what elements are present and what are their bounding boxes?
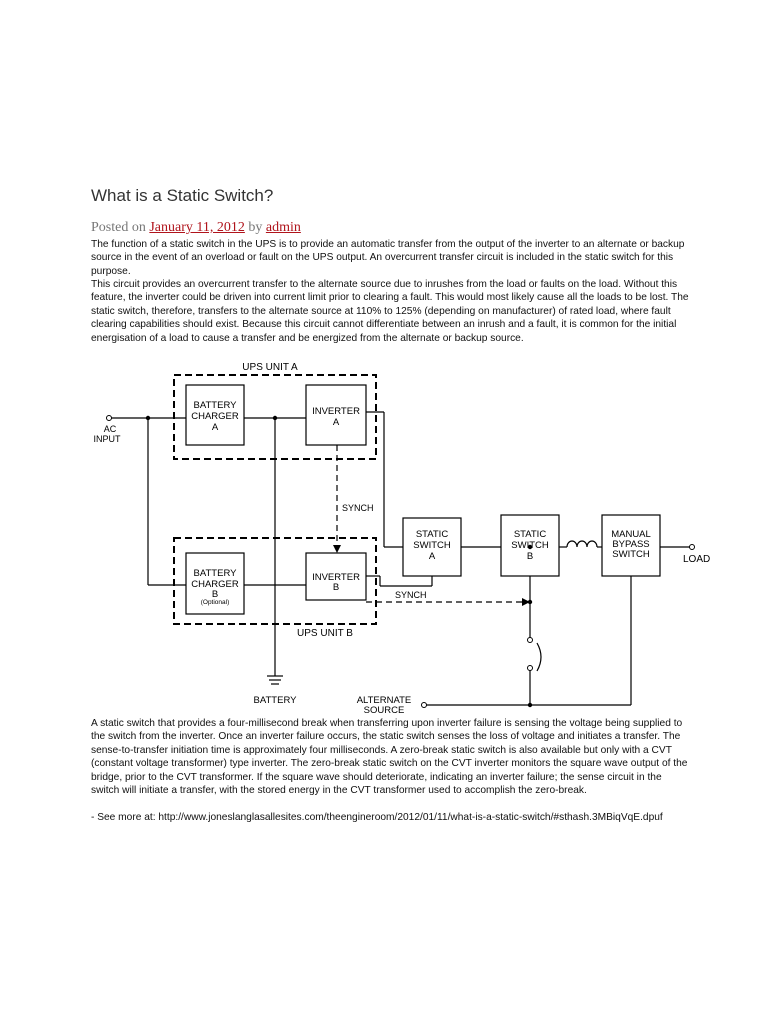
ups-unit-a-label: UPS UNIT A: [242, 362, 298, 373]
static-switch-a-label-line1: STATIC: [416, 529, 449, 540]
posted-on-label: Posted on: [91, 220, 146, 235]
paragraph-overcurrent: This circuit provides an overcurrent tra…: [91, 279, 689, 344]
battery-charger-a-box: [185, 384, 245, 446]
see-more-link[interactable]: - See more at: http://www.joneslanglasal…: [91, 812, 663, 823]
charger-b-label-line2: CHARGER: [191, 579, 239, 590]
author-link[interactable]: admin: [265, 220, 301, 235]
battery-label: BATTERY: [254, 695, 298, 706]
static-switch-b-label-line3: B: [527, 551, 533, 562]
synch-label-horizontal: SYNCH: [395, 590, 427, 600]
post-meta: Posted on January 11, 2012 by admin: [91, 220, 301, 236]
static-switch-a-label-line3: A: [429, 551, 436, 562]
bypass-label-line3: SWITCH: [612, 549, 650, 560]
charger-b-label-line3: B: [212, 589, 218, 600]
ups-unit-b-label: UPS UNIT B: [297, 628, 353, 639]
alternate-source-label-line2: SOURCE: [364, 705, 405, 716]
paragraph-zero-break: A static switch that provides a four-mil…: [91, 718, 688, 797]
static-switch-b-label-line1: STATIC: [514, 529, 547, 540]
charger-a-label-line3: A: [212, 422, 219, 433]
load-label: LOAD: [683, 554, 710, 565]
paragraph-intro: The function of a static switch in the U…: [91, 239, 685, 277]
bypass-label-line1: MANUAL: [611, 529, 651, 540]
inverter-a-box: [305, 384, 367, 446]
inverter-b-label-line2: B: [333, 582, 339, 593]
charger-b-label-line4: (Optional): [201, 599, 230, 606]
charger-b-label-line1: BATTERY: [194, 568, 238, 579]
charger-a-label-line1: BATTERY: [194, 400, 238, 411]
article-title: What is a Static Switch?: [91, 186, 274, 205]
inverter-b-label-line1: INVERTER: [312, 572, 360, 583]
ac-input-label-line1: AC: [104, 424, 117, 434]
static-switch-b-label-line2: SWITCH: [511, 540, 549, 551]
alternate-source-label-line1: ALTERNATE: [357, 695, 412, 706]
post-date-link[interactable]: January 11, 2012: [149, 220, 245, 235]
inverter-a-label-line1: INVERTER: [312, 406, 360, 417]
inverter-a-label-line2: A: [333, 417, 340, 428]
by-label: by: [248, 220, 263, 235]
static-switch-a-label-line2: SWITCH: [413, 540, 451, 551]
bypass-label-line2: BYPASS: [612, 539, 649, 550]
charger-a-label-line2: CHARGER: [191, 411, 239, 422]
synch-label-vertical: SYNCH: [342, 503, 374, 513]
ac-input-label-line2: INPUT: [94, 434, 122, 444]
battery-charger-b-box: [185, 552, 245, 615]
